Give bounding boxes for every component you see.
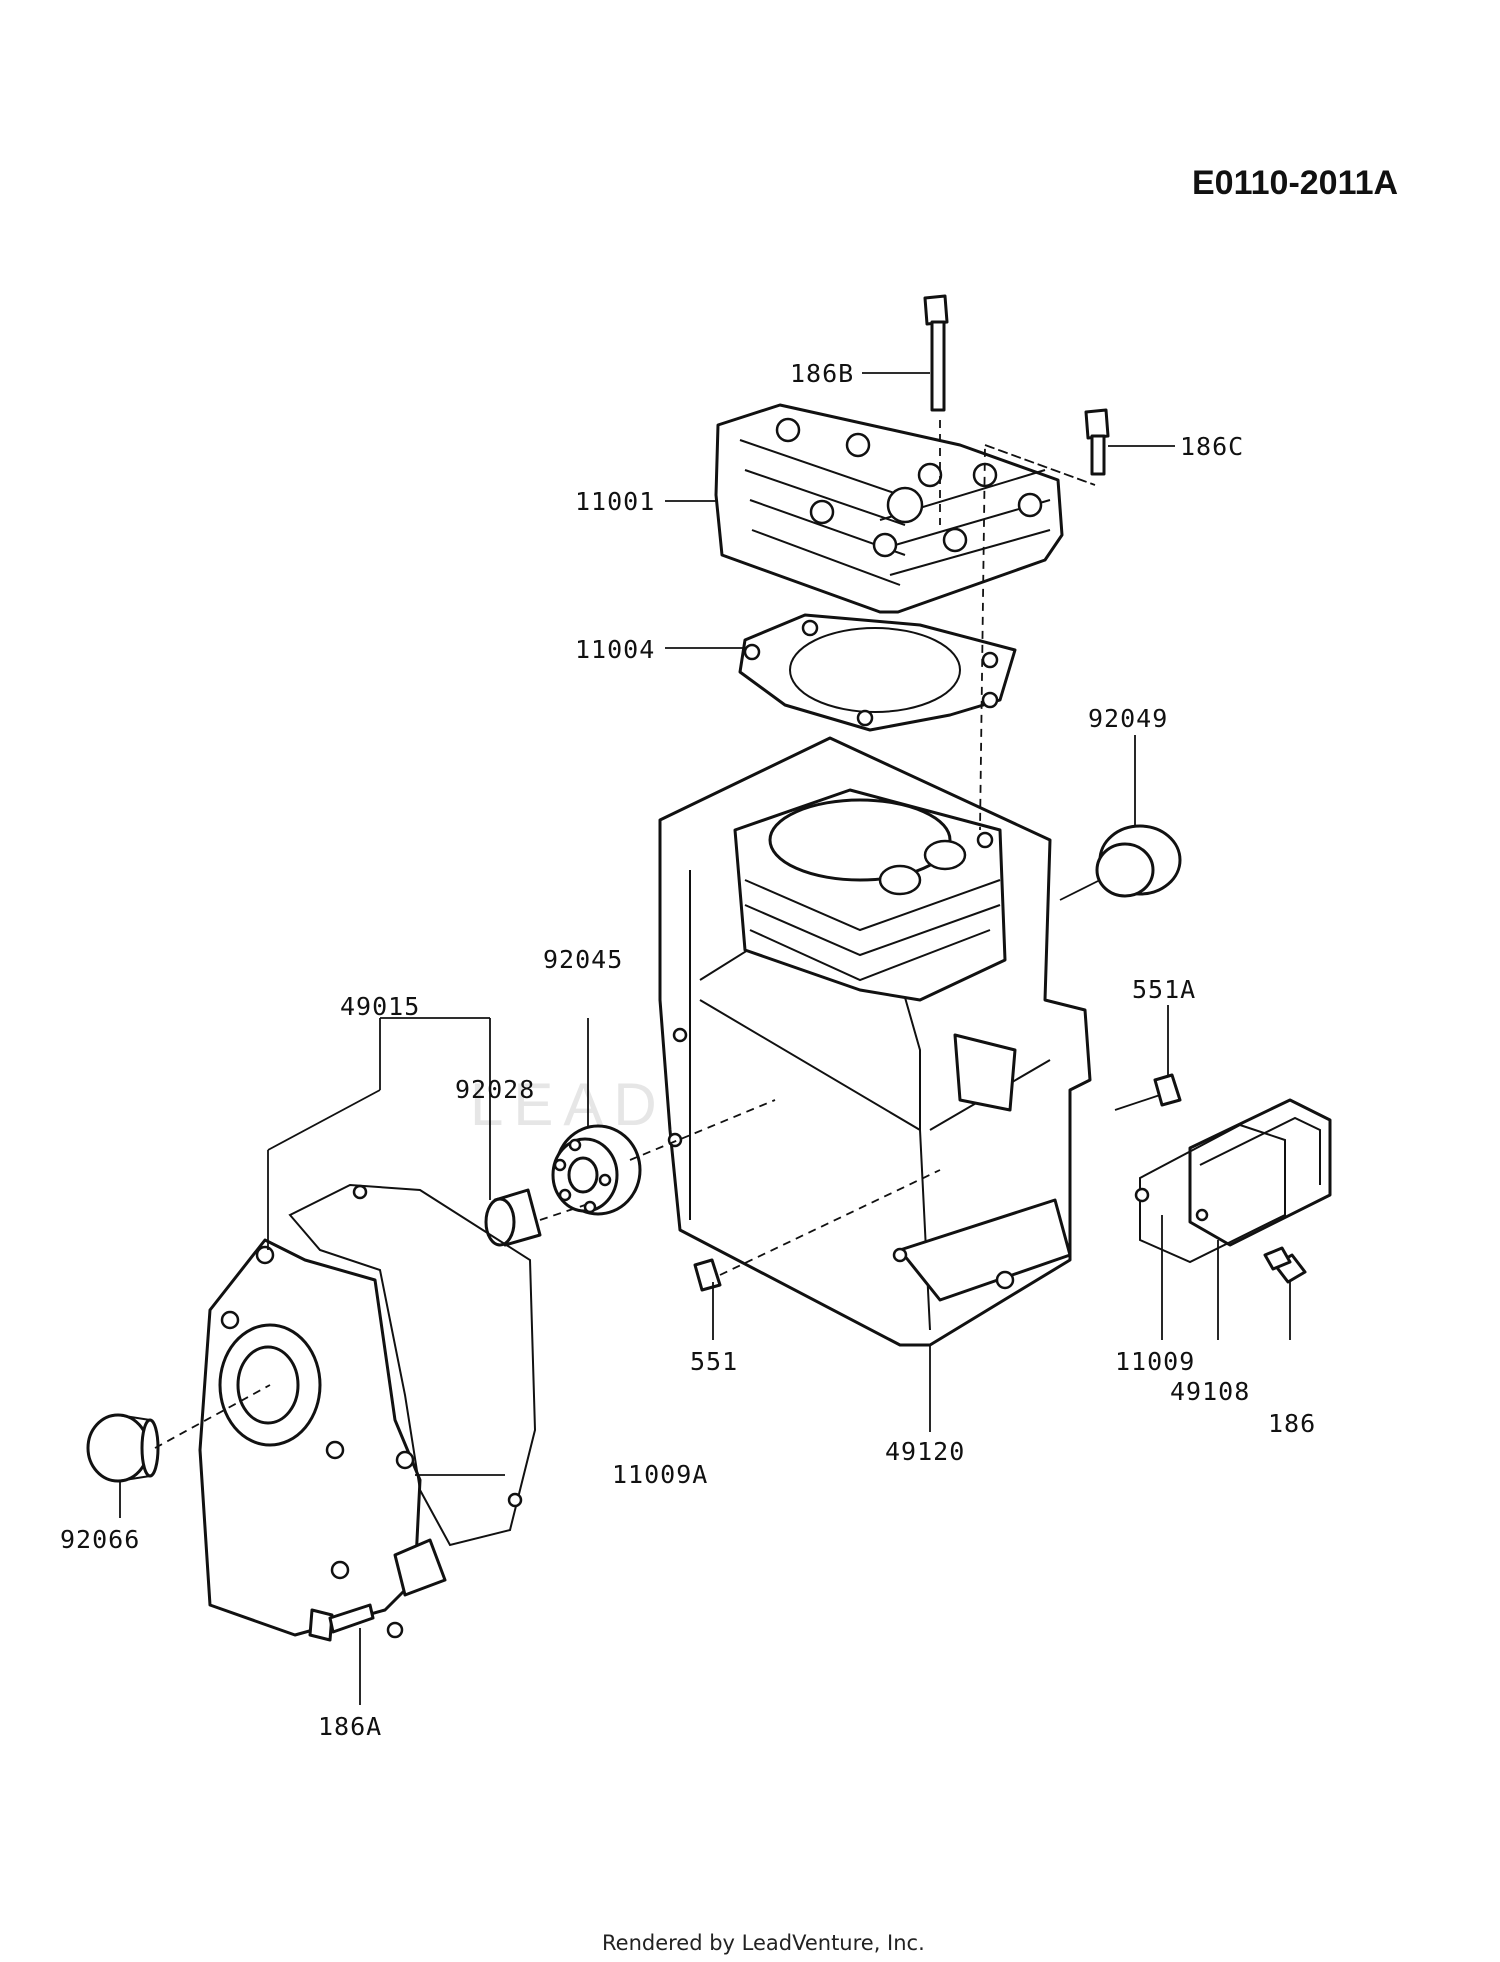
- breather-cover-49108[interactable]: [1188, 1098, 1332, 1247]
- label-11009A: 11009A: [612, 1460, 708, 1489]
- leader-lines: [119, 372, 1291, 1705]
- gasket-11009A[interactable]: [288, 1183, 537, 1547]
- bolt-186C[interactable]: [1084, 408, 1110, 476]
- oil-seal-92049[interactable]: [1095, 824, 1182, 898]
- cap-92066[interactable]: [86, 1413, 160, 1483]
- label-92066: 92066: [60, 1525, 140, 1554]
- gasket-11009[interactable]: [1134, 1123, 1286, 1264]
- label-11009: 11009: [1115, 1347, 1195, 1376]
- label-92049: 92049: [1088, 704, 1168, 733]
- footer-credit: Rendered by LeadVenture, Inc.: [602, 1931, 925, 1955]
- label-92045: 92045: [543, 945, 623, 974]
- crankcase-49120[interactable]: [658, 736, 1092, 1347]
- label-186B: 186B: [790, 359, 854, 388]
- label-551A: 551A: [1132, 975, 1196, 1004]
- label-551: 551: [690, 1347, 738, 1376]
- label-49015: 49015: [340, 992, 420, 1021]
- diagram-code: E0110-2011A: [1192, 164, 1398, 202]
- ball-bearing-92045[interactable]: [551, 1124, 642, 1216]
- bolt-186[interactable]: [1263, 1246, 1307, 1284]
- label-92028: 92028: [455, 1075, 535, 1104]
- head-gasket-11004[interactable]: [738, 613, 1017, 732]
- dowel-pin-551A[interactable]: [1153, 1073, 1182, 1107]
- label-11001: 11001: [575, 487, 655, 516]
- label-49108: 49108: [1170, 1377, 1250, 1406]
- cylinder-head-11001[interactable]: [714, 403, 1064, 614]
- label-186A: 186A: [318, 1712, 382, 1741]
- bolt-186B[interactable]: [923, 294, 949, 412]
- label-186C: 186C: [1180, 432, 1244, 461]
- label-49120: 49120: [885, 1437, 965, 1466]
- label-11004: 11004: [575, 635, 655, 664]
- label-186: 186: [1268, 1409, 1316, 1438]
- bushing-92028[interactable]: [484, 1188, 542, 1247]
- crankcase-cover-49015[interactable]: [198, 1238, 447, 1639]
- dowel-pin-551[interactable]: [693, 1258, 722, 1292]
- bolt-186A[interactable]: [308, 1603, 375, 1642]
